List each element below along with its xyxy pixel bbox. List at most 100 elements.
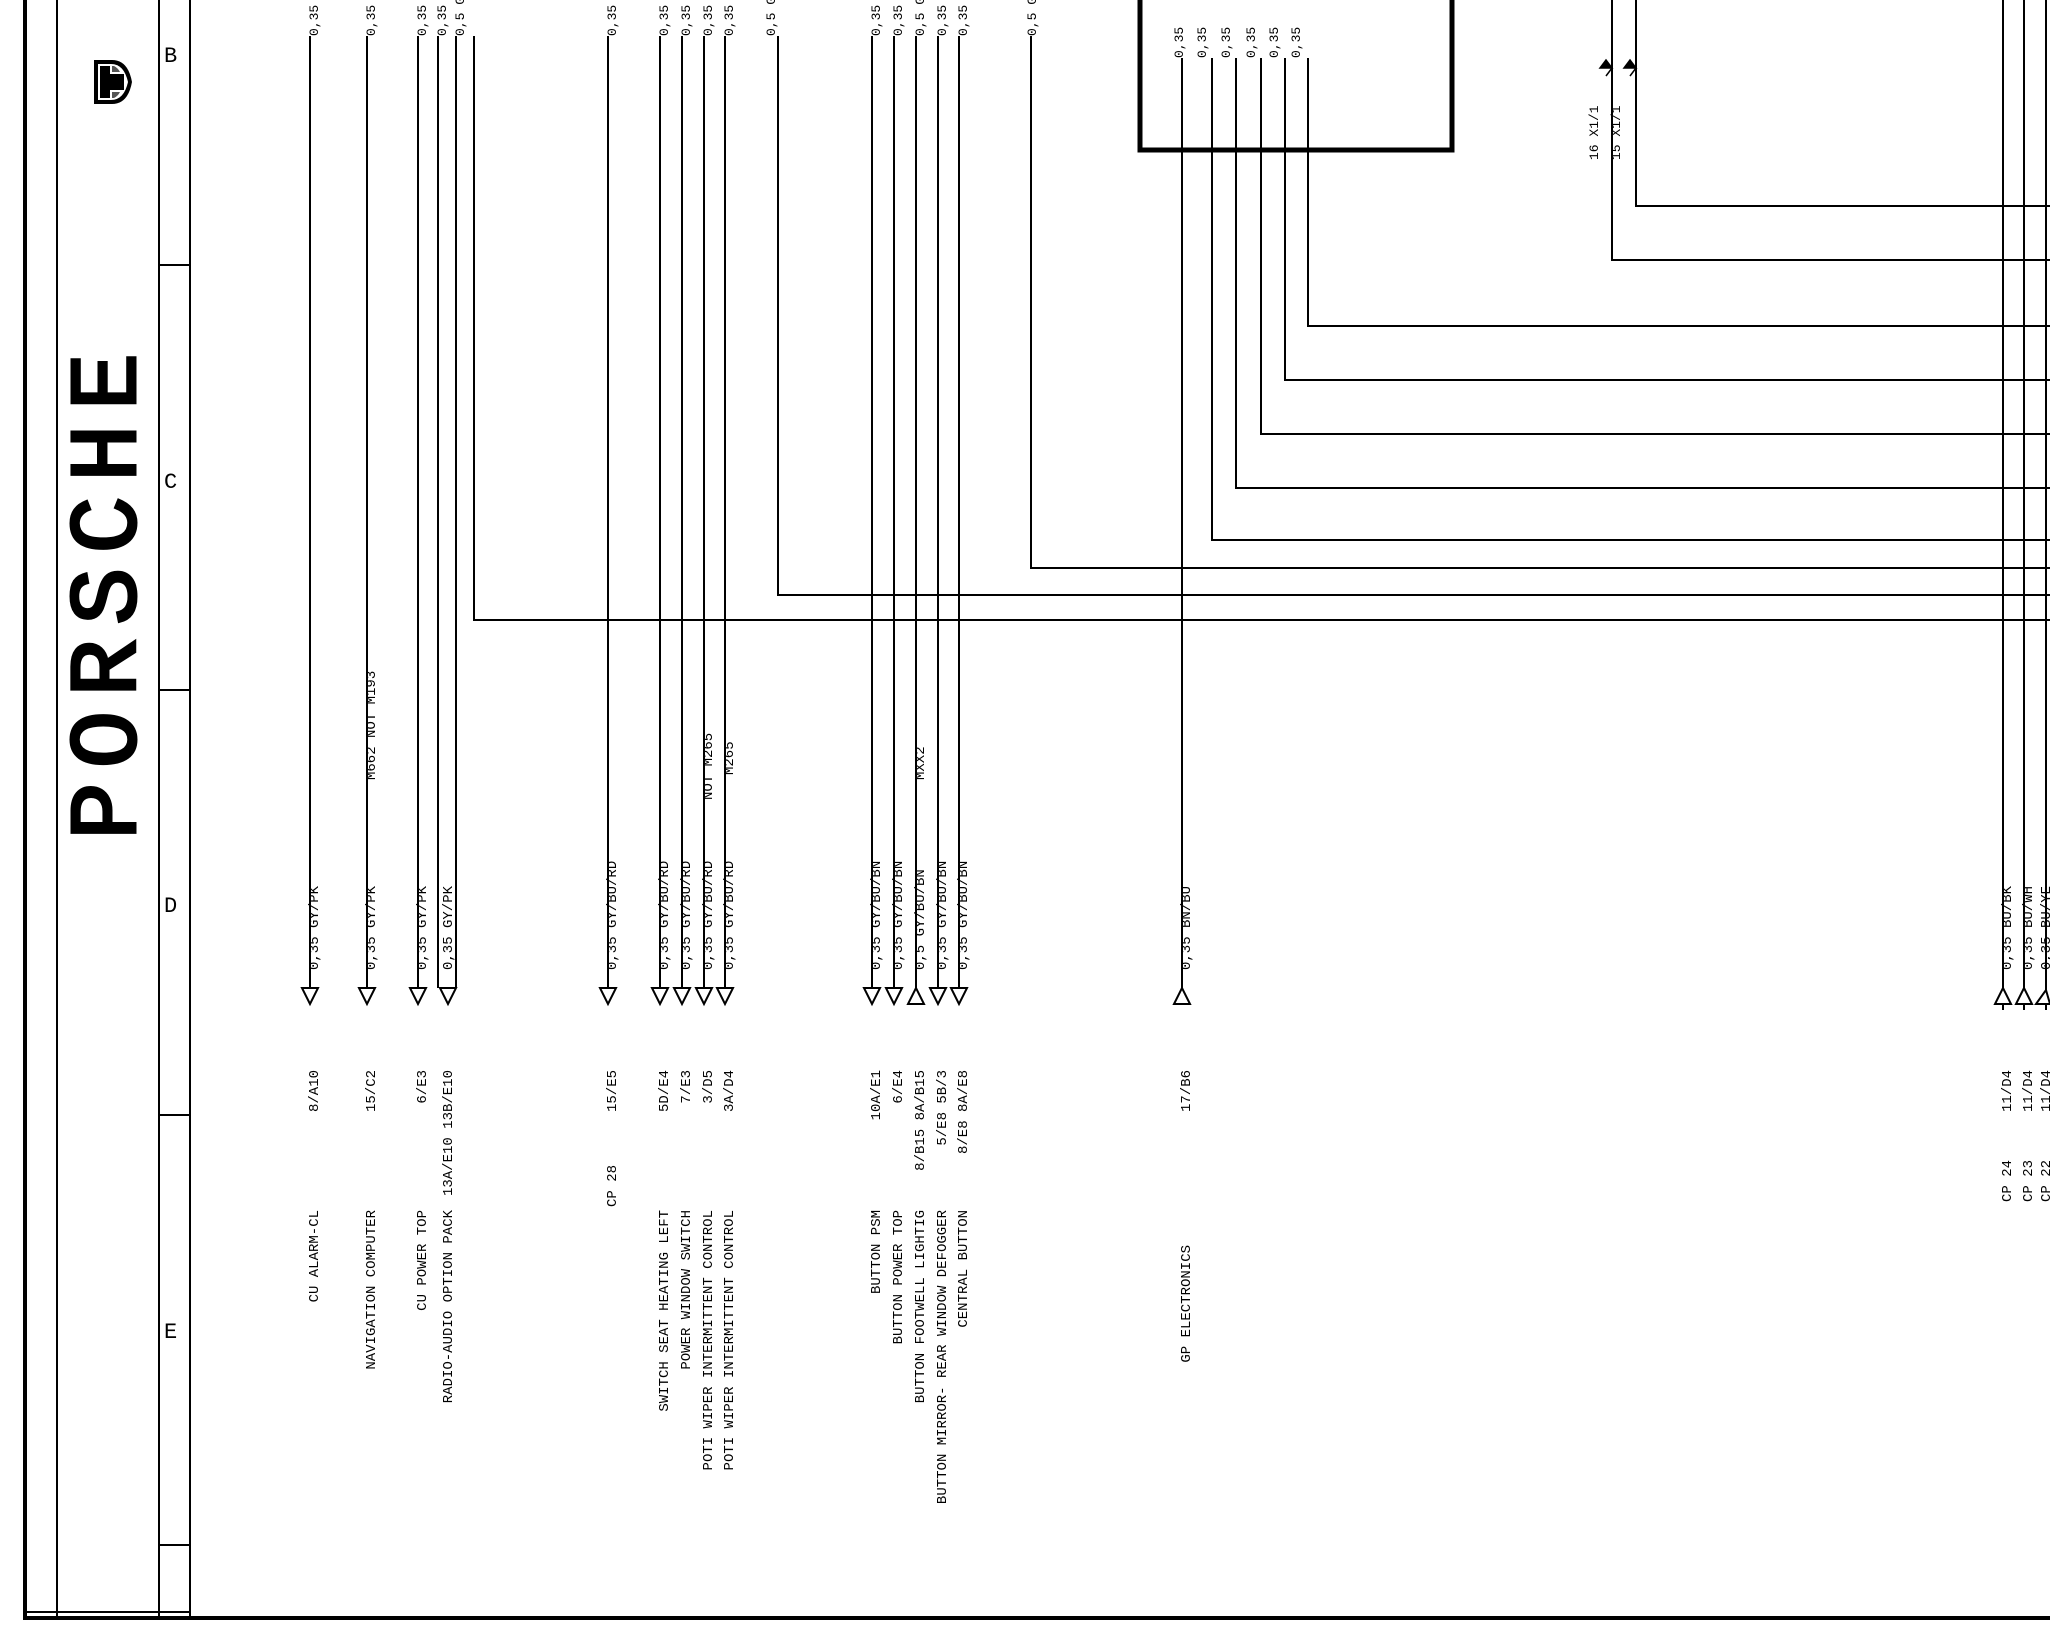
component-name: BUTTON PSM: [869, 1210, 885, 1294]
wire-spec: 0,35 BN/BU: [1179, 886, 1195, 970]
pin-number: 5D/E4: [657, 1070, 673, 1112]
wire-spec: 0,35 GY/BU/BN: [891, 861, 907, 970]
component-name: CU POWER TOP: [415, 1210, 431, 1311]
cut-wire-label: 0,5 GY: [453, 0, 468, 36]
wire-spec: 0,35 BU/WH: [2021, 886, 2037, 970]
control-unit-box: 0,35 0,35 0,35 0,35 0,35 0,35: [1137, 0, 1455, 153]
group-3: SWITCH SEAT HEATING LEFT 5D/E4 0,35 GY/B…: [650, 733, 738, 1470]
wire-row: BUTTON POWER TOP 6/E4 0,35 GY/BU/BN: [884, 861, 907, 1344]
module-pin-label: 0,35: [1267, 27, 1282, 58]
wire-row: BUTTON MIRROR- REAR WINDOW DEFOGGER 5/E8…: [928, 861, 951, 1504]
component-name: GP ELECTRONICS: [1179, 1245, 1195, 1363]
connector-arrow-icon: [408, 987, 428, 1007]
component-name: CP 22: [2039, 1160, 2050, 1202]
cut-wire-label: 0,35 G: [307, 0, 322, 36]
connector-arrow-icon: [672, 987, 692, 1007]
connector-arrow-icon: [300, 987, 320, 1007]
wire-row: RADIO-AUDIO OPTION PACK 13A/E10 13B/E10 …: [438, 885, 458, 1403]
option-note: NOT M265: [701, 733, 717, 800]
wire-row: CP 22 11/D4 0,35 BU/YE: [2034, 886, 2050, 1202]
connector-arrow-icon: [1993, 985, 2013, 1005]
connector-arrow-icon: [2014, 985, 2034, 1005]
connector-arrow-icon: [949, 987, 969, 1007]
wire-row: POTI WIPER INTERMITTENT CONTROL 3A/D4 0,…: [715, 741, 738, 1470]
wire-row: POTI WIPER INTERMITTENT CONTROL 3/D5 0,3…: [694, 733, 717, 1470]
group-5: GP ELECTRONICS 17/B6 0,35 BN/BU: [1172, 886, 1195, 1363]
sheet-frame: [23, 0, 2050, 1620]
component-name: RADIO-AUDIO OPTION PACK: [441, 1209, 457, 1403]
module-pin-label: 0,35: [1289, 27, 1304, 58]
cut-wire-label: 0,35 G: [657, 0, 672, 36]
pin-number: 11/D4: [2000, 1070, 2016, 1112]
connector-arrow-icon: [715, 987, 735, 1007]
wire-row: CU ALARM-CL 8/A10 0,35 GY/PK: [300, 885, 323, 1302]
pin-number: 15/C2: [364, 1070, 380, 1112]
connector-arrow-icon: [2034, 987, 2050, 1005]
pin-number: 8/A10: [307, 1070, 323, 1112]
connector-arrow-icon: [1172, 985, 1192, 1005]
component-name: BUTTON FOOTWELL LIGHTIG: [913, 1210, 929, 1403]
zone-markers: B C D E: [164, 44, 177, 1345]
module-pin-label: 0,35: [1219, 27, 1234, 58]
module-pin-label: 0,35: [1244, 27, 1259, 58]
wire-spec: 0,35 GY/BU/BN: [869, 861, 885, 970]
connector-label: 16 X1/1: [1587, 105, 1602, 160]
component-name: POWER WINDOW SWITCH: [679, 1210, 695, 1370]
cut-wire-label: 0,35 G: [869, 0, 884, 36]
brand-wordmark: PORSCHE: [55, 339, 164, 840]
connector-arrow-icon: [438, 987, 458, 1007]
connector-arrow-icon: [357, 987, 377, 1007]
connector-arrow-icon: [862, 987, 882, 1007]
pin-number: 8/B15 8A/B15: [913, 1070, 929, 1171]
top-wire-labels: 0,35 G 0,35 G 0,35 G 0,35 G 0,5 GY 0,35 …: [307, 0, 1040, 36]
group-6: CP 24 11/D4 0,35 BU/BK CP 23 11/D4 0,35 …: [1993, 885, 2050, 1202]
group-4: BUTTON PSM 10A/E1 0,35 GY/BU/BN BUTTON P…: [862, 746, 972, 1504]
wire-spec: 0,5 GY/BU/BN: [913, 869, 929, 970]
wire-spec: 0,35 GY/PK: [441, 885, 457, 970]
wire-spec: 0,35 GY/PK: [307, 885, 323, 970]
wire-spec: 0,35 GY/BU/RD: [657, 861, 673, 970]
component-name: POTI WIPER INTERMITTENT CONTROL: [701, 1210, 717, 1470]
wire-spec: 0,35 GY/BU/BN: [956, 861, 972, 970]
cut-wire-label: 0,35 G: [605, 0, 620, 36]
cut-wire-label: 0,35 G: [935, 0, 950, 36]
wire-spec: 0,35 BU/BK: [2000, 885, 2016, 970]
module-pin-label: 0,35: [1195, 27, 1210, 58]
porsche-crest-icon: [94, 60, 132, 104]
wire-spec: 0,35 GY/BU/BN: [935, 861, 951, 970]
cut-wire-label: 0,35 G: [956, 0, 971, 36]
cut-wire-label: 0,5 GY: [1025, 0, 1040, 36]
component-name: CU ALARM-CL: [307, 1210, 323, 1302]
wire-row: CP 23 11/D4 0,35 BU/WH: [2014, 886, 2037, 1202]
wire-spec: 0,35 GY/BU/RD: [701, 861, 717, 970]
connector-arrow-icon: [598, 987, 618, 1007]
wire-row: SWITCH SEAT HEATING LEFT 5D/E4 0,35 GY/B…: [650, 861, 673, 1412]
zone-letter: E: [164, 1320, 177, 1345]
wire-row: NAVIGATION COMPUTER 15/C2 0,35 GY/PK M66…: [357, 671, 380, 1370]
connector-arrow-icon: [928, 987, 948, 1007]
wire-row: POWER WINDOW SWITCH 7/E3 0,35 GY/BU/RD: [672, 861, 695, 1370]
component-name: BUTTON POWER TOP: [891, 1210, 907, 1344]
wire-spec: 0,35 GY/BU/RD: [679, 861, 695, 970]
zone-letter: D: [164, 894, 177, 919]
cut-wire-label: 0,35 G: [364, 0, 379, 36]
cut-wire-label: 0,5 GY: [913, 0, 928, 36]
wire-spec: 0,35 GY/BU/RD: [605, 861, 621, 970]
component-name: SWITCH SEAT HEATING LEFT: [657, 1210, 673, 1412]
component-name: BUTTON MIRROR- REAR WINDOW DEFOGGER: [935, 1209, 951, 1504]
pin-number: 17/B6: [1179, 1070, 1195, 1112]
wire-spec: 0,35 BU/YE: [2039, 886, 2050, 970]
cut-wire-label: 0,35 G: [722, 0, 737, 36]
pin-number: 11/D4: [2039, 1070, 2050, 1112]
pin-number: 3/D5: [701, 1070, 717, 1104]
zone-letter: B: [164, 44, 177, 69]
wire-row: GP ELECTRONICS 17/B6 0,35 BN/BU: [1172, 886, 1195, 1363]
component-name: CP 24: [2000, 1160, 2016, 1202]
cut-wire-label: 0,35 G: [891, 0, 906, 36]
group-1: CU ALARM-CL 8/A10 0,35 GY/PK NAVIGATION …: [300, 671, 458, 1403]
pin-number: 8/E8 8A/E8: [956, 1070, 972, 1154]
wire-traces: [309, 0, 2050, 1010]
pin-number: 15/E5: [605, 1070, 621, 1112]
cut-wire-label: 0,5 GY: [764, 0, 779, 36]
